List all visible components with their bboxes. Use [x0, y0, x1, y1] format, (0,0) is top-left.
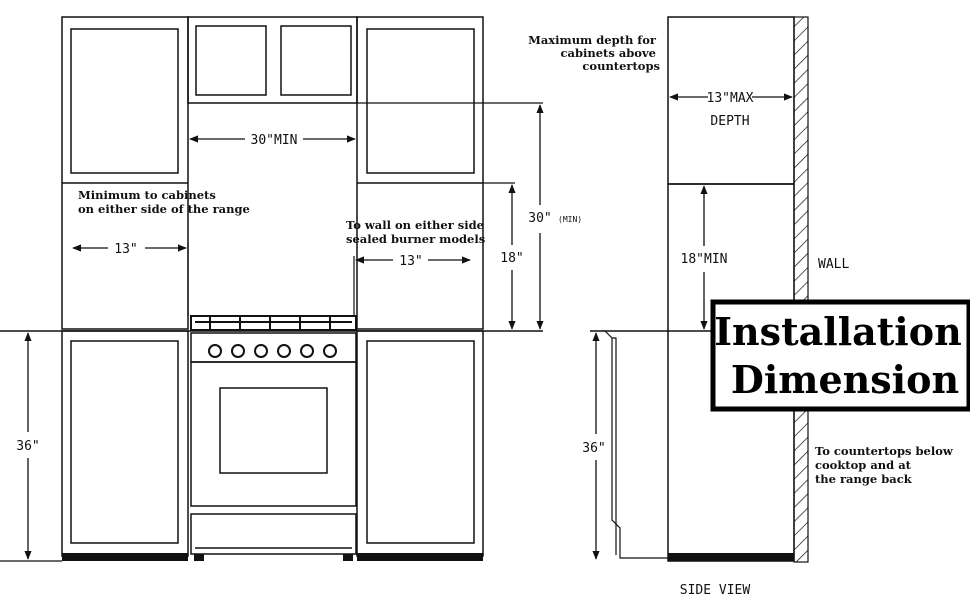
title-line-1: Installation — [714, 309, 961, 354]
right-lower-cabinet — [356, 330, 484, 557]
depth-label: DEPTH — [710, 114, 749, 129]
side-toe-kick — [668, 553, 794, 561]
upper-center-cabinet — [187, 16, 358, 104]
dim-30-min-width: 30"MIN — [251, 133, 298, 148]
note-max-depth: Maximum depth for cabinets above counter… — [528, 33, 660, 73]
range-side-profile — [604, 330, 668, 559]
dim-36-side: 36" — [582, 441, 605, 456]
left-tall-cabinet — [61, 16, 189, 330]
side-view-label: SIDE VIEW — [680, 583, 751, 598]
left-lower-cabinet — [61, 330, 189, 557]
note-cabinets: Minimum to cabinets on either side of th… — [78, 188, 250, 216]
right-toe-kick — [357, 553, 483, 561]
dim-18: 18" — [500, 251, 523, 266]
dim-13-max: 13"MAX — [707, 91, 754, 106]
right-upper-door — [366, 28, 475, 174]
range — [190, 315, 357, 561]
left-toe-kick — [62, 553, 188, 561]
side-view: 13"MAX DEPTH 18"MIN 36" WALL Maximum dep… — [528, 16, 957, 598]
dim-13-right: 13" — [399, 254, 422, 269]
dim-18-min: 18"MIN — [681, 252, 728, 267]
note-wall: To wall on either side sealed burner mod… — [346, 218, 488, 246]
title-line-2: Dimension — [731, 357, 959, 402]
range-oven-window — [219, 387, 328, 474]
note-countertops: To countertops below cooktop and at the … — [815, 444, 957, 486]
dim-36-front: 36" — [16, 439, 39, 454]
right-lower-door — [366, 340, 475, 544]
dim-13-left: 13" — [114, 242, 137, 257]
wall-label: WALL — [818, 257, 849, 272]
front-view: 30"MIN 30" (MIN) 18" 13" 13" 36" Minimum… — [0, 16, 582, 562]
range-oven-body — [190, 361, 357, 507]
range-drawer — [190, 513, 357, 555]
wall-hatch — [793, 16, 809, 563]
range-knobs — [208, 344, 337, 358]
dim-30-height-min: (MIN) — [558, 215, 582, 224]
left-upper-door — [70, 28, 179, 174]
dim-30-height: 30" — [528, 211, 551, 226]
upper-center-door-right — [280, 25, 352, 96]
title-box: Installation Dimension — [710, 299, 970, 412]
right-tall-cabinet — [356, 16, 484, 330]
upper-center-door-left — [195, 25, 267, 96]
left-lower-door — [70, 340, 179, 544]
